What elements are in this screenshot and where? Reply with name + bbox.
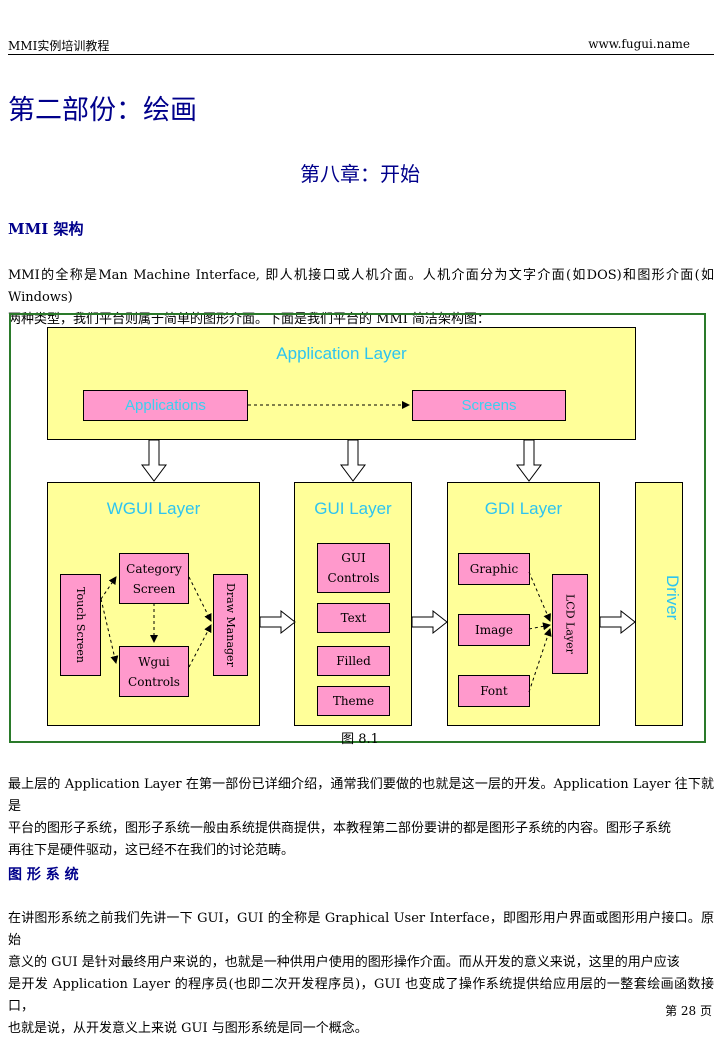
mmi-architecture-diagram: Application Layer Applications Screens W… [9, 313, 706, 743]
page-number: 第 28 页 [665, 1004, 712, 1018]
text-line: 平台的图形子系统，图形子系统一般由系统提供商提供，本教程第二部份要讲的都是图形子… [8, 821, 672, 836]
application-layer-box: Application Layer Applications Screens [47, 327, 636, 440]
text-line: 两种类型，我们平台则属于简单的图形介面。下面是我们平台的 MMI 简洁架构图： [8, 312, 491, 327]
right-arrow-gui-gdi [411, 609, 448, 635]
text-line: 意义的 GUI 是针对最终用户来说的，也就是一种供用户使用的图形操作介面。而从开… [8, 955, 680, 970]
draw-manager-box: Draw Manager [213, 574, 248, 676]
right-arrow-wgui-gui [259, 609, 296, 635]
diagram-connectors [100, 401, 636, 693]
text-line: 再往下是硬件驱动，这已经不在我们的讨论范畴。 [8, 843, 295, 858]
part-title: 第二部份：绘画 [8, 95, 197, 126]
filled-box: Filled [317, 646, 390, 676]
image-box: Image [458, 614, 530, 646]
text-line: 是开发 Application Layer 的程序员(也即二次开发程序员)，GU… [8, 977, 714, 1014]
text-line: 在讲图形系统之前我们先讲一下 GUI，GUI 的全称是 Graphical Us… [8, 911, 714, 948]
intro-paragraph: MMI的全称是Man Machine Interface, 即人机接口或人机介面… [8, 265, 714, 331]
text-line: 也就是说，从开发意义上来说 GUI 与图形系统是同一个概念。 [8, 1021, 368, 1036]
wgui-layer-title: WGUI Layer [106, 499, 201, 518]
lcd-layer-box: LCD Layer [552, 574, 588, 674]
down-arrow-wgui [141, 439, 167, 482]
down-arrow-gui [340, 439, 366, 482]
theme-box: Theme [317, 686, 390, 716]
gui-description-paragraph: 在讲图形系统之前我们先讲一下 GUI，GUI 的全称是 Graphical Us… [8, 908, 714, 1040]
driver-label: Driver [663, 575, 682, 621]
wgui-controls-box: Wgui Controls [119, 646, 189, 697]
section-title-graphics-system: 图 形 系 统 [8, 867, 79, 883]
section-title-mmi-architecture: MMI 架构 [8, 220, 84, 238]
chapter-title: 第八章：开始 [300, 162, 420, 186]
text-box: Text [317, 603, 390, 633]
applications-box: Applications [83, 390, 248, 421]
header-left-title: MMI实例培训教程 [8, 39, 110, 53]
screens-box: Screens [412, 390, 566, 421]
gdi-layer-title: GDI Layer [484, 499, 563, 518]
gui-layer-box: GUI Layer GUI Controls Text Filled Theme [294, 482, 412, 726]
gui-layer-title: GUI Layer [314, 499, 392, 518]
header-divider [8, 54, 714, 55]
touch-screen-box: Touch Screen [60, 574, 101, 676]
text-line: MMI的全称是Man Machine Interface, 即人机接口或人机介面… [8, 268, 714, 305]
layer-description-paragraph: 最上层的 Application Layer 在第一部份已详细介绍，通常我们要做… [8, 774, 714, 862]
text-line: 最上层的 Application Layer 在第一部份已详细介绍，通常我们要做… [8, 777, 714, 814]
graphic-box: Graphic [458, 553, 530, 585]
figure-caption: 图 8.1 [341, 732, 379, 747]
application-layer-title: Application Layer [276, 344, 407, 363]
down-arrow-gdi [516, 439, 542, 482]
gdi-layer-box: GDI Layer Graphic Image Font LCD Layer [447, 482, 600, 726]
right-arrow-gdi-driver [599, 609, 636, 635]
gui-controls-box: GUI Controls [317, 543, 390, 593]
header-website: www.fugui.name [588, 37, 690, 51]
driver-box: Driver [635, 482, 683, 726]
